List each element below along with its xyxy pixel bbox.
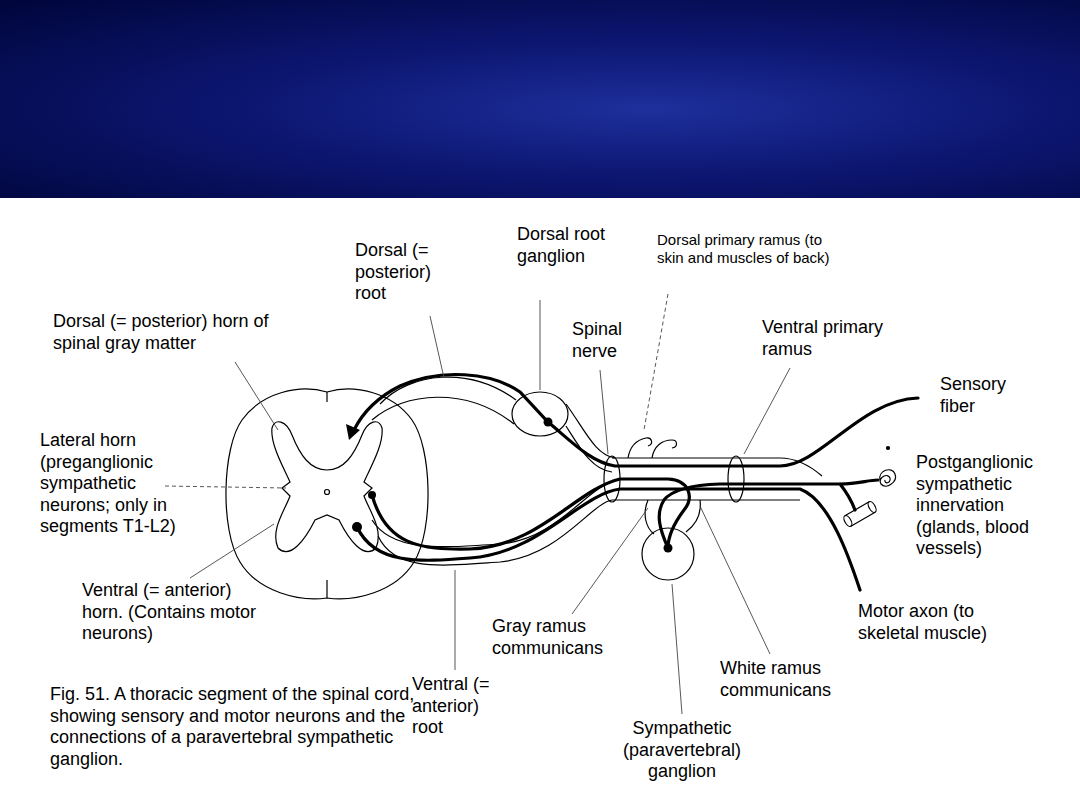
gland: [880, 470, 896, 486]
preganglionic-fiber: [372, 479, 689, 549]
callout-label: Ventral primary ramus: [762, 317, 922, 360]
callout-label: Sensory fiber: [940, 374, 1035, 417]
leader-line: [165, 486, 286, 488]
gray-ramus: [645, 500, 654, 534]
leader-line: [190, 524, 274, 578]
ventral-ramus-ring: [728, 456, 744, 502]
callout-label: Motor axon (to skeletal muscle): [858, 601, 988, 644]
sympathetic-ganglion: [642, 528, 694, 580]
ventral-root: [372, 482, 612, 565]
postganglionic-fiber: [659, 480, 878, 548]
dorsal-root-ganglion-cell: [544, 418, 553, 427]
dorsal-primary-ramus: [628, 438, 677, 458]
header-band: [0, 0, 1080, 198]
leader-line: [540, 300, 541, 390]
callout-label: Postganglionic sympathetic innervation (…: [916, 452, 1071, 560]
dorsal-root: [372, 377, 516, 424]
preganglionic-neuron: [368, 491, 376, 499]
callout-label: Dorsal root ganglion: [517, 224, 617, 267]
callout-label: White ramus communicans: [720, 658, 865, 701]
callout-label: Sympathetic (paravertebral) ganglion: [607, 718, 757, 783]
leader-line: [744, 368, 790, 454]
vessel-end: [842, 514, 853, 527]
blood-vessel: [842, 500, 877, 527]
leader-line: [672, 584, 682, 714]
callout-label: Ventral (= anterior) horn. (Contains mot…: [82, 580, 277, 645]
leader-line: [600, 370, 608, 454]
leader-line: [430, 316, 444, 378]
leader-line: [235, 362, 278, 430]
figure-caption: Fig. 51. A thoracic segment of the spina…: [50, 684, 440, 770]
callout-label: Dorsal (= posterior) horn of spinal gray…: [53, 311, 313, 354]
dorsal-root-distal: [566, 404, 615, 472]
motor-axon: [357, 489, 860, 590]
callout-label: Dorsal primary ramus (to skin and muscle…: [657, 231, 837, 267]
leader-line: [572, 508, 648, 614]
callout-label: Gray ramus communicans: [492, 616, 637, 659]
callout-label: Lateral horn (preganglionic sympathetic …: [40, 430, 205, 538]
callout-label: Ventral (= anterior) root: [412, 674, 507, 739]
central-canal: [325, 490, 330, 495]
leader-line: [644, 294, 668, 430]
motor-neuron: [352, 522, 362, 532]
leader-line: [455, 570, 456, 670]
arrowhead: [346, 424, 360, 440]
sensory-fiber: [354, 375, 918, 466]
gland-dot: [887, 447, 890, 450]
vessel-end: [867, 500, 878, 513]
vessel-wall: [845, 502, 875, 526]
callout-label: Dorsal (= posterior) root: [355, 240, 450, 305]
spinal-cord-outline: [226, 389, 428, 599]
callout-label: Spinal nerve: [572, 319, 652, 362]
ganglion-cell: [664, 544, 673, 553]
gray-matter: [272, 422, 382, 552]
leader-line: [700, 506, 770, 654]
